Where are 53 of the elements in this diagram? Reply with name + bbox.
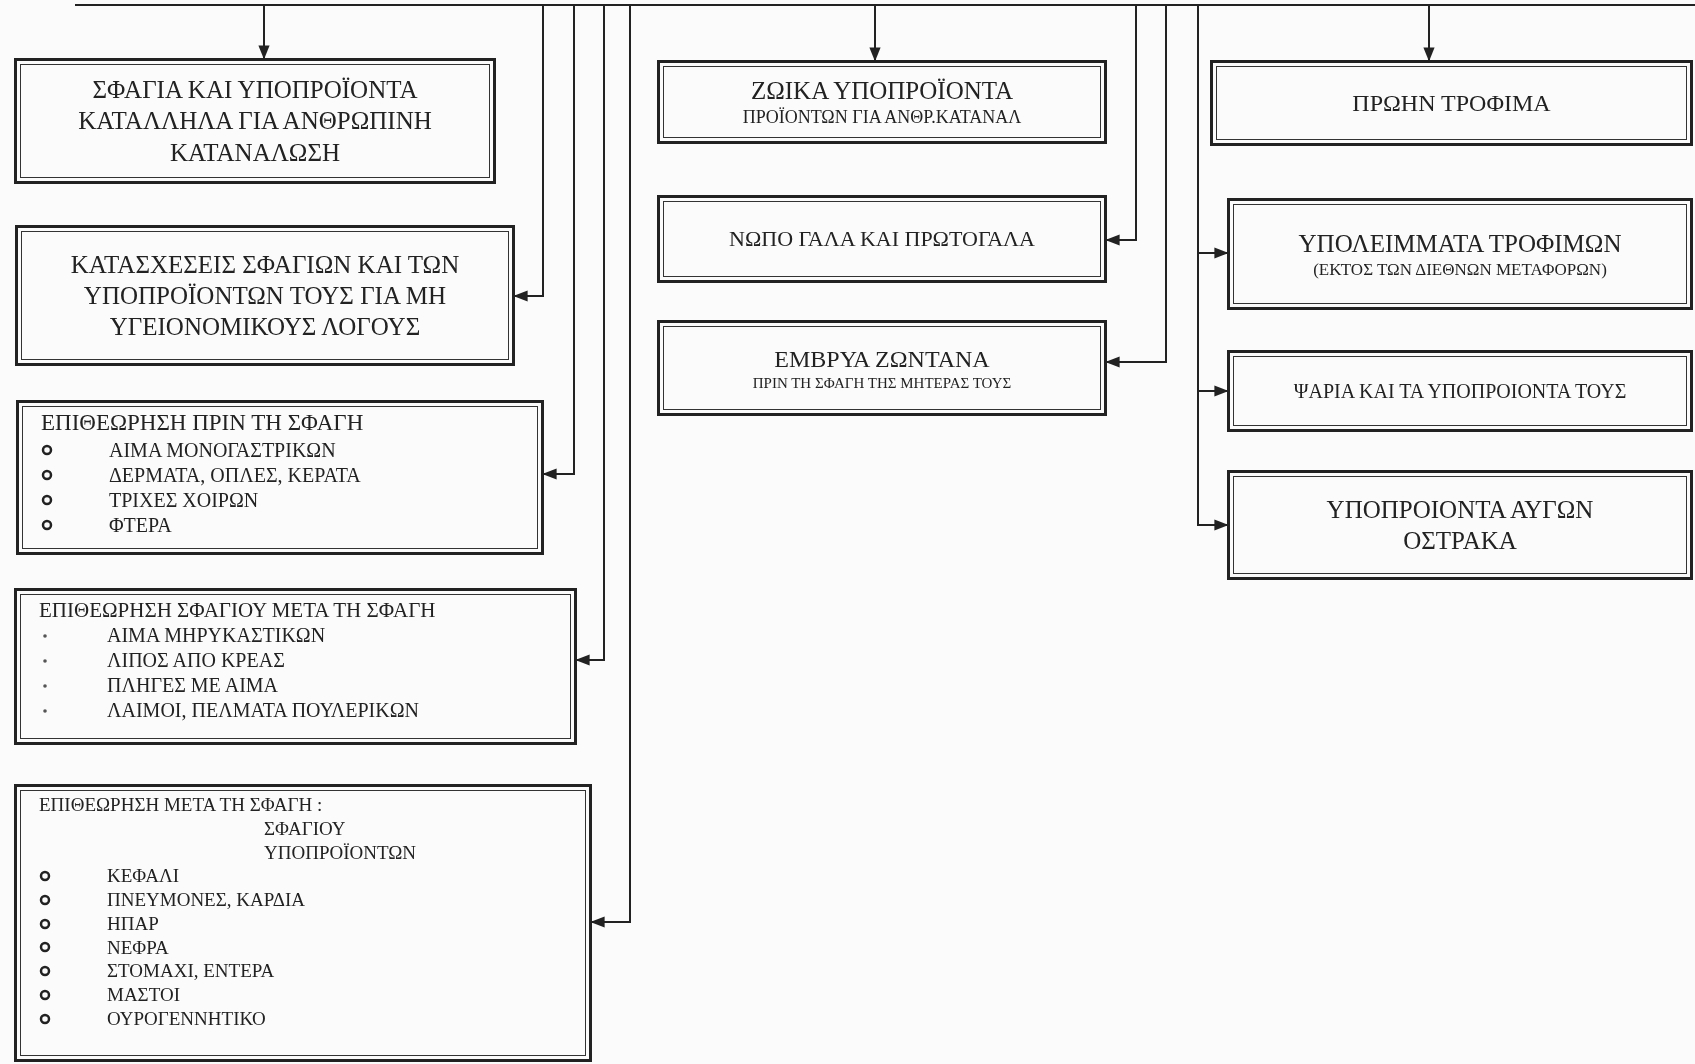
box-title: ΥΠΟΛΕΙΜΜΑΤΑ ΤΡΟΦΙΜΩΝ (1298, 228, 1622, 259)
process-box (14, 588, 577, 745)
process-box (657, 195, 1107, 283)
arrow (258, 4, 270, 60)
list-item: ΑΙΜΑ ΜΗΡΥΚΑΣΤΙΚΩΝ (107, 623, 326, 649)
list-item: ΔΕΡΜΑΤΑ, ΟΠΛΕΣ, ΚΕΡΑΤΑ (109, 462, 361, 488)
box-title: ΠΡΩΗΝ ΤΡΟΦΙΜΑ (1352, 89, 1551, 118)
list-item: ΤΡΙΧΕΣ ΧΟΙΡΩΝ (109, 487, 259, 513)
process-box (1210, 60, 1693, 146)
list-item: ΜΑΣΤΟΙ (107, 983, 180, 1007)
list-item: ΠΛΗΓΕΣ ΜΕ ΑΙΜΑ (107, 673, 279, 699)
box-title: ΕΠΙΘΕΩΡΗΣΗ ΜΕΤΑ ΤΗ ΣΦΑΓΗ : (39, 793, 324, 817)
box-subtitle: (ΕΚΤΟΣ ΤΩΝ ΔΙΕΘΝΩΝ ΜΕΤΑΦΟΡΩΝ) (1313, 259, 1607, 281)
box-title: ΕΠΙΘΕΩΡΗΣΗ ΣΦΑΓΙΟΥ ΜΕΤΑ ΤΗ ΣΦΑΓΗ (39, 597, 437, 624)
process-box (15, 225, 515, 366)
box-title: ΨΑΡΙΑ ΚΑΙ ΤΑ ΥΠΟΠΡΟΙΟΝΤΑ ΤΟΥΣ (1293, 378, 1627, 404)
list-item: ΣΤΟΜΑΧΙ, ΕΝΤΕΡΑ (107, 959, 275, 983)
arrow (1105, 4, 1167, 368)
arrow (869, 4, 881, 62)
process-box (14, 784, 592, 1062)
arrow (590, 4, 631, 928)
box-title: ΕΜΒΡΥΑ ΖΩΝΤΑΝΑ (774, 344, 990, 374)
box-subtitle: ΠΡΟΪΟΝΤΩΝ ΓΙΑ ΑΝΘΡ.ΚΑΤΑΝΑΛ (742, 106, 1022, 129)
arrow (1105, 4, 1137, 246)
box-title: ΣΦΑΓΙΑ ΚΑΙ ΥΠΟΠΡΟΪΟΝΤΑ ΚΑΤΑΛΛΗΛΑ ΓΙΑ ΑΝΘΡΩΠΙΝΗ ΚΑΤΑΝΑΛΩΣΗ (77, 75, 433, 168)
process-box (1227, 470, 1693, 580)
box-title: ΕΠΙΘΕΩΡΗΣΗ ΠΡΙΝ ΤΗ ΣΦΑΓΗ (41, 409, 365, 437)
list-item: ΛΑΙΜΟΙ, ΠΕΛΜΑΤΑ ΠΟΥΛΕΡΙΚΩΝ (107, 698, 419, 724)
process-box (14, 58, 496, 184)
list-item: ΦΤΕΡΑ (109, 512, 172, 538)
process-box (1227, 350, 1693, 432)
process-box (16, 400, 544, 555)
process-box (657, 60, 1107, 144)
box-title: ΝΩΠΟ ΓΑΛΑ ΚΑΙ ΠΡΩΤΟΓΑΛΑ (729, 225, 1035, 253)
arrow (575, 4, 605, 666)
process-box (1227, 198, 1693, 310)
arrow (1423, 4, 1435, 62)
list-item: ΝΕΦΡΑ (107, 935, 169, 960)
list-item: ΠΝΕΥΜΟΝΕΣ, ΚΑΡΔΙΑ (107, 888, 306, 912)
list-item: ΑΙΜΑ ΜΟΝΟΓΑΣΤΡΙΚΩΝ (109, 437, 336, 463)
list-item: ΟΥΡΟΓΕΝΝΗΤΙΚΟ (107, 1006, 266, 1031)
list-item: ΛΙΠΟΣ ΑΠΟ ΚΡΕΑΣ (107, 648, 285, 674)
box-title: ΥΠΟΠΡΟΙΟΝΤΑ ΑΥΓΩΝ ΟΣΤΡΑΚΑ (1325, 494, 1595, 556)
list-item: ΗΠΑΡ (107, 911, 159, 936)
box-subheading: ΣΦΑΓΙΟΥ (263, 816, 347, 841)
box-title: ΚΑΤΑΣΧΕΣΕΙΣ ΣΦΑΓΙΩΝ ΚΑΙ ΤΩΝ ΥΠΟΠΡΟΪΟΝΤΩΝ ΤΟΥΣ ΓΙΑ ΜΗ ΥΓΕΙΟΝΟΜΙΚΟΥΣ ΛΟΓΟΥΣ (69, 249, 461, 343)
arrow (542, 4, 575, 480)
arrow (513, 4, 544, 302)
box-subheading: ΥΠΟΠΡΟΪΟΝΤΩΝ (263, 840, 418, 865)
process-box (657, 320, 1107, 416)
box-subtitle: ΠΡΙΝ ΤΗ ΣΦΑΓΗ ΤΗΣ ΜΗΤΕΡΑΣ ΤΟΥΣ (752, 373, 1012, 393)
box-title: ΖΩΙΚΑ ΥΠΟΠΡΟΪΟΝΤΑ (750, 76, 1014, 107)
list-item: ΚΕΦΑΛΙ (107, 864, 180, 888)
